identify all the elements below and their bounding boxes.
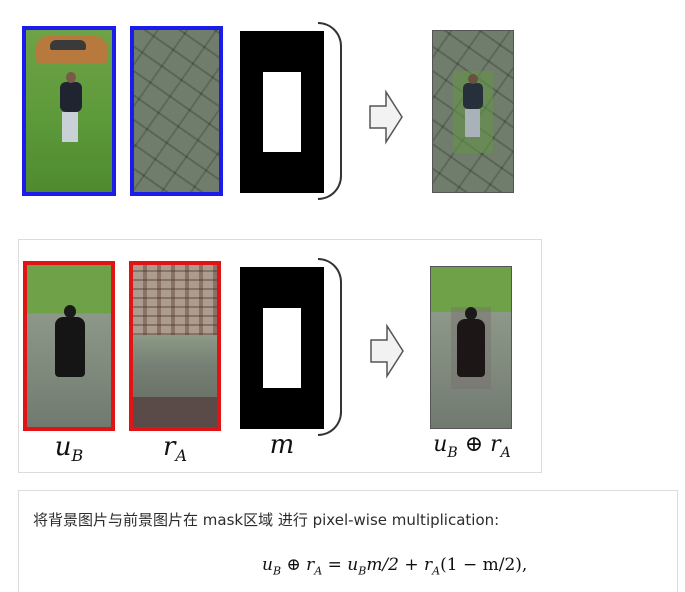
right-arrow-icon: [369, 89, 403, 145]
label-r-a: rA: [163, 432, 187, 465]
figure-row-1: [0, 0, 540, 205]
caption-card: 将背景图片与前景图片在 mask区域 进行 pixel-wise multipl…: [18, 490, 678, 592]
gravel-strip: [133, 397, 217, 427]
person-legs: [62, 112, 78, 142]
road-surface: [133, 335, 217, 397]
background-image-panel: [130, 26, 223, 196]
right-bracket: [318, 22, 342, 200]
person-head: [465, 307, 477, 320]
brick-wall: [133, 265, 217, 335]
equation: uB ⊕ rA = uBm/2 + rA(1 − m/2),: [262, 555, 528, 578]
person-figure: [60, 82, 82, 112]
person-legs: [465, 109, 480, 137]
composite-image-panel: [430, 266, 512, 429]
figure-row-2: uB rA m uB ⊕ rA: [18, 239, 542, 473]
person-figure: [55, 317, 85, 377]
composite-image-panel: [432, 30, 514, 193]
right-arrow-icon: [370, 323, 404, 379]
mask-window: [263, 308, 301, 388]
person-figure: [457, 319, 485, 377]
caption-text: 将背景图片与前景图片在 mask区域 进行 pixel-wise multipl…: [33, 511, 500, 529]
car-window: [50, 40, 86, 50]
mask-panel: [240, 267, 324, 429]
person-head: [66, 72, 76, 83]
mask-panel: [240, 31, 324, 193]
foreground-image-panel: [23, 261, 115, 431]
foreground-image-panel: [22, 26, 116, 196]
background-image-panel: [129, 261, 221, 431]
label-m: m: [269, 430, 295, 460]
person-head: [64, 305, 76, 318]
person-figure: [463, 83, 483, 109]
person-head: [468, 74, 478, 84]
label-u-b-oplus-r-a: uB ⊕ rA: [433, 432, 511, 461]
mask-window: [263, 72, 301, 152]
label-u-b: uB: [54, 432, 84, 465]
right-bracket: [318, 258, 342, 436]
